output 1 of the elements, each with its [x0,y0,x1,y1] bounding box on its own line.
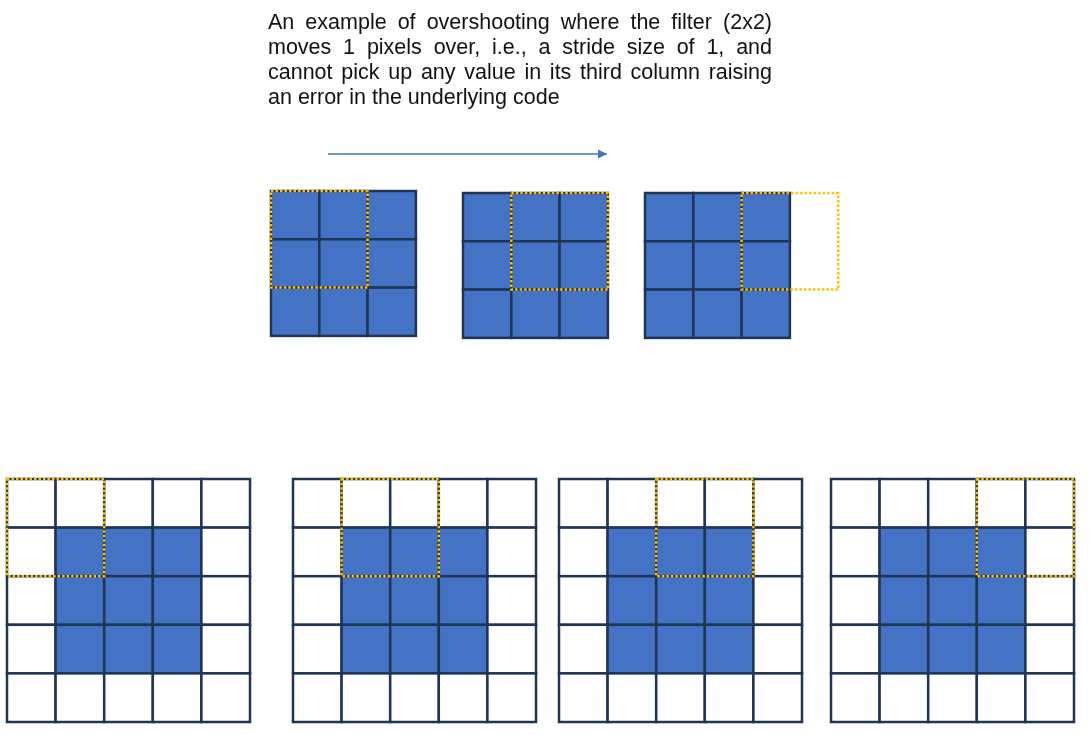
description-text: An example of overshooting where the filter (2x2) moves 1 pixels over, i.e., a stride size of 1, and cannot pick up any value in its third column raising an error in the underlying code [268,10,772,110]
